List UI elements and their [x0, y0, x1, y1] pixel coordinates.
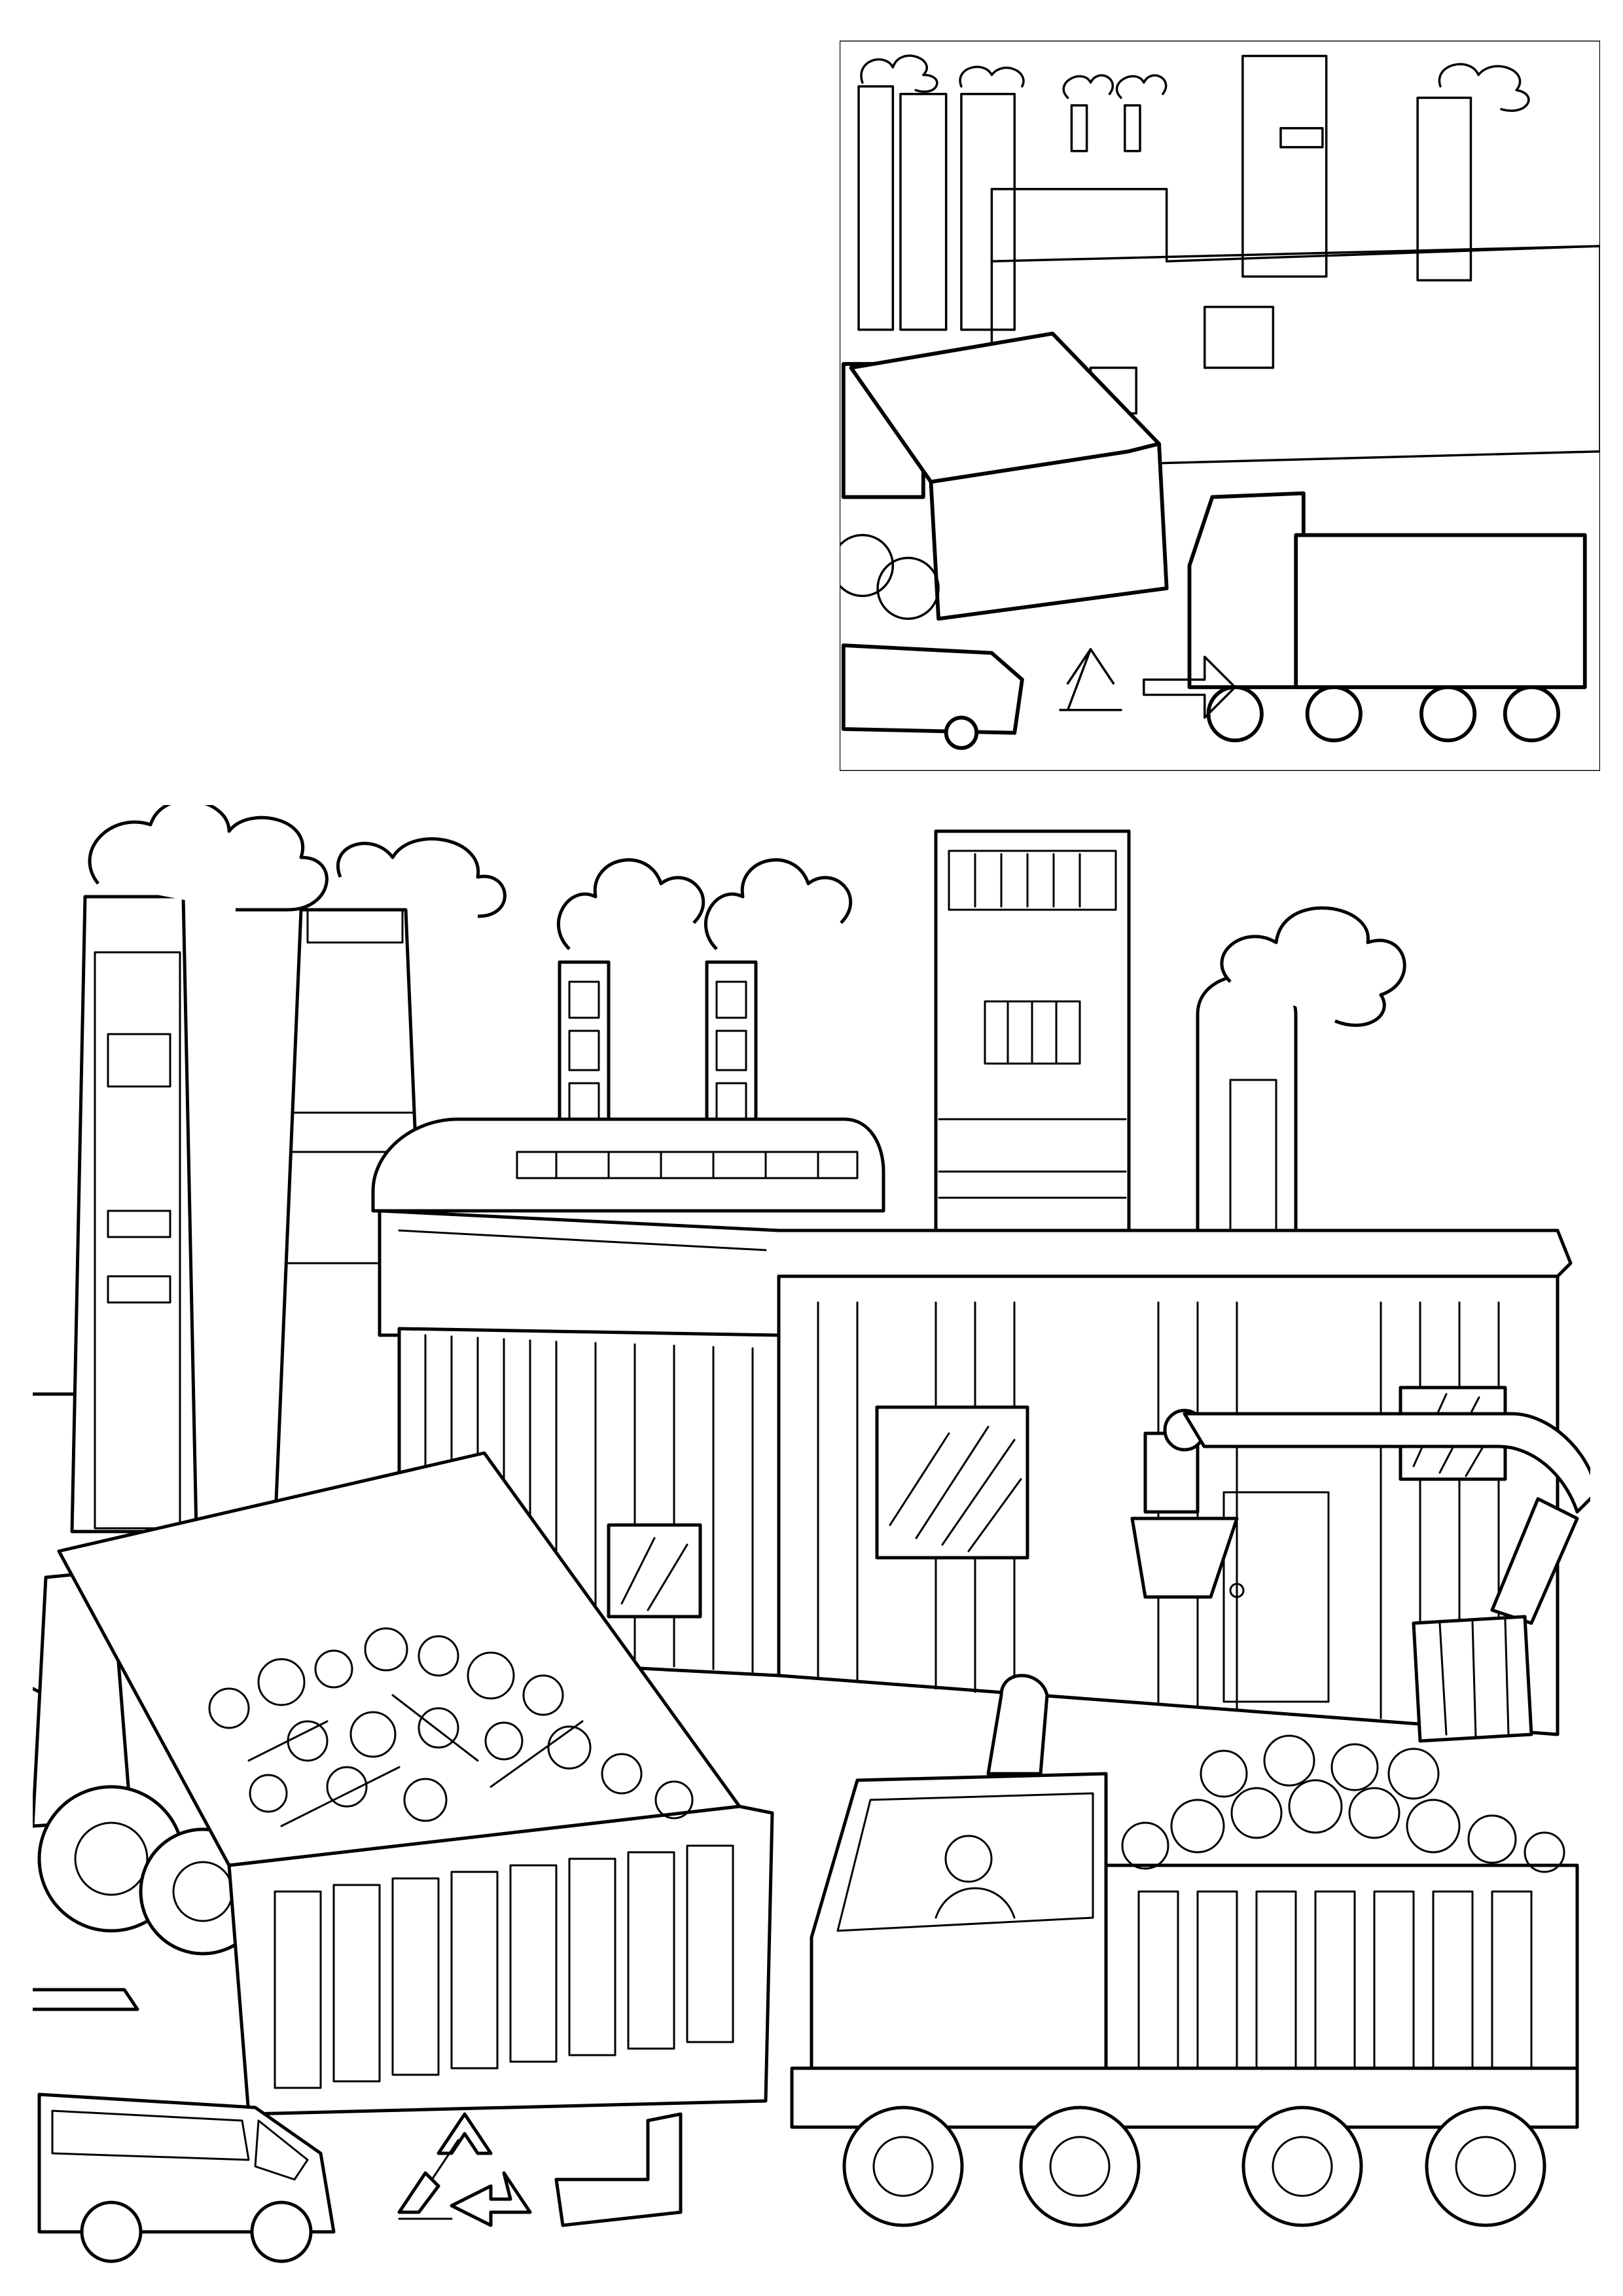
factory-coloring-illustration [33, 805, 1590, 2263]
chimneys [70, 805, 1406, 1534]
thumb-recycle-icon [1059, 648, 1122, 711]
excavator-claw [1130, 1408, 1590, 1743]
factory-building [371, 1117, 1573, 1736]
van [37, 2092, 336, 2263]
thumb-arrow-icon [1143, 655, 1236, 719]
dump-truck [33, 1451, 774, 2116]
scrap-pile-left [208, 1627, 694, 1827]
reference-thumbnail [840, 41, 1600, 771]
arrow-icon [554, 2112, 683, 2227]
thumb-garbage-truck [1187, 491, 1587, 743]
thumb-chimneys [857, 54, 1530, 331]
garbage-truck [790, 1674, 1579, 2227]
thumb-dump-truck [840, 331, 1169, 621]
thumb-van [841, 643, 1024, 750]
scrap-pile-right [1121, 1734, 1565, 1873]
recycle-symbol-icon [397, 2112, 532, 2227]
